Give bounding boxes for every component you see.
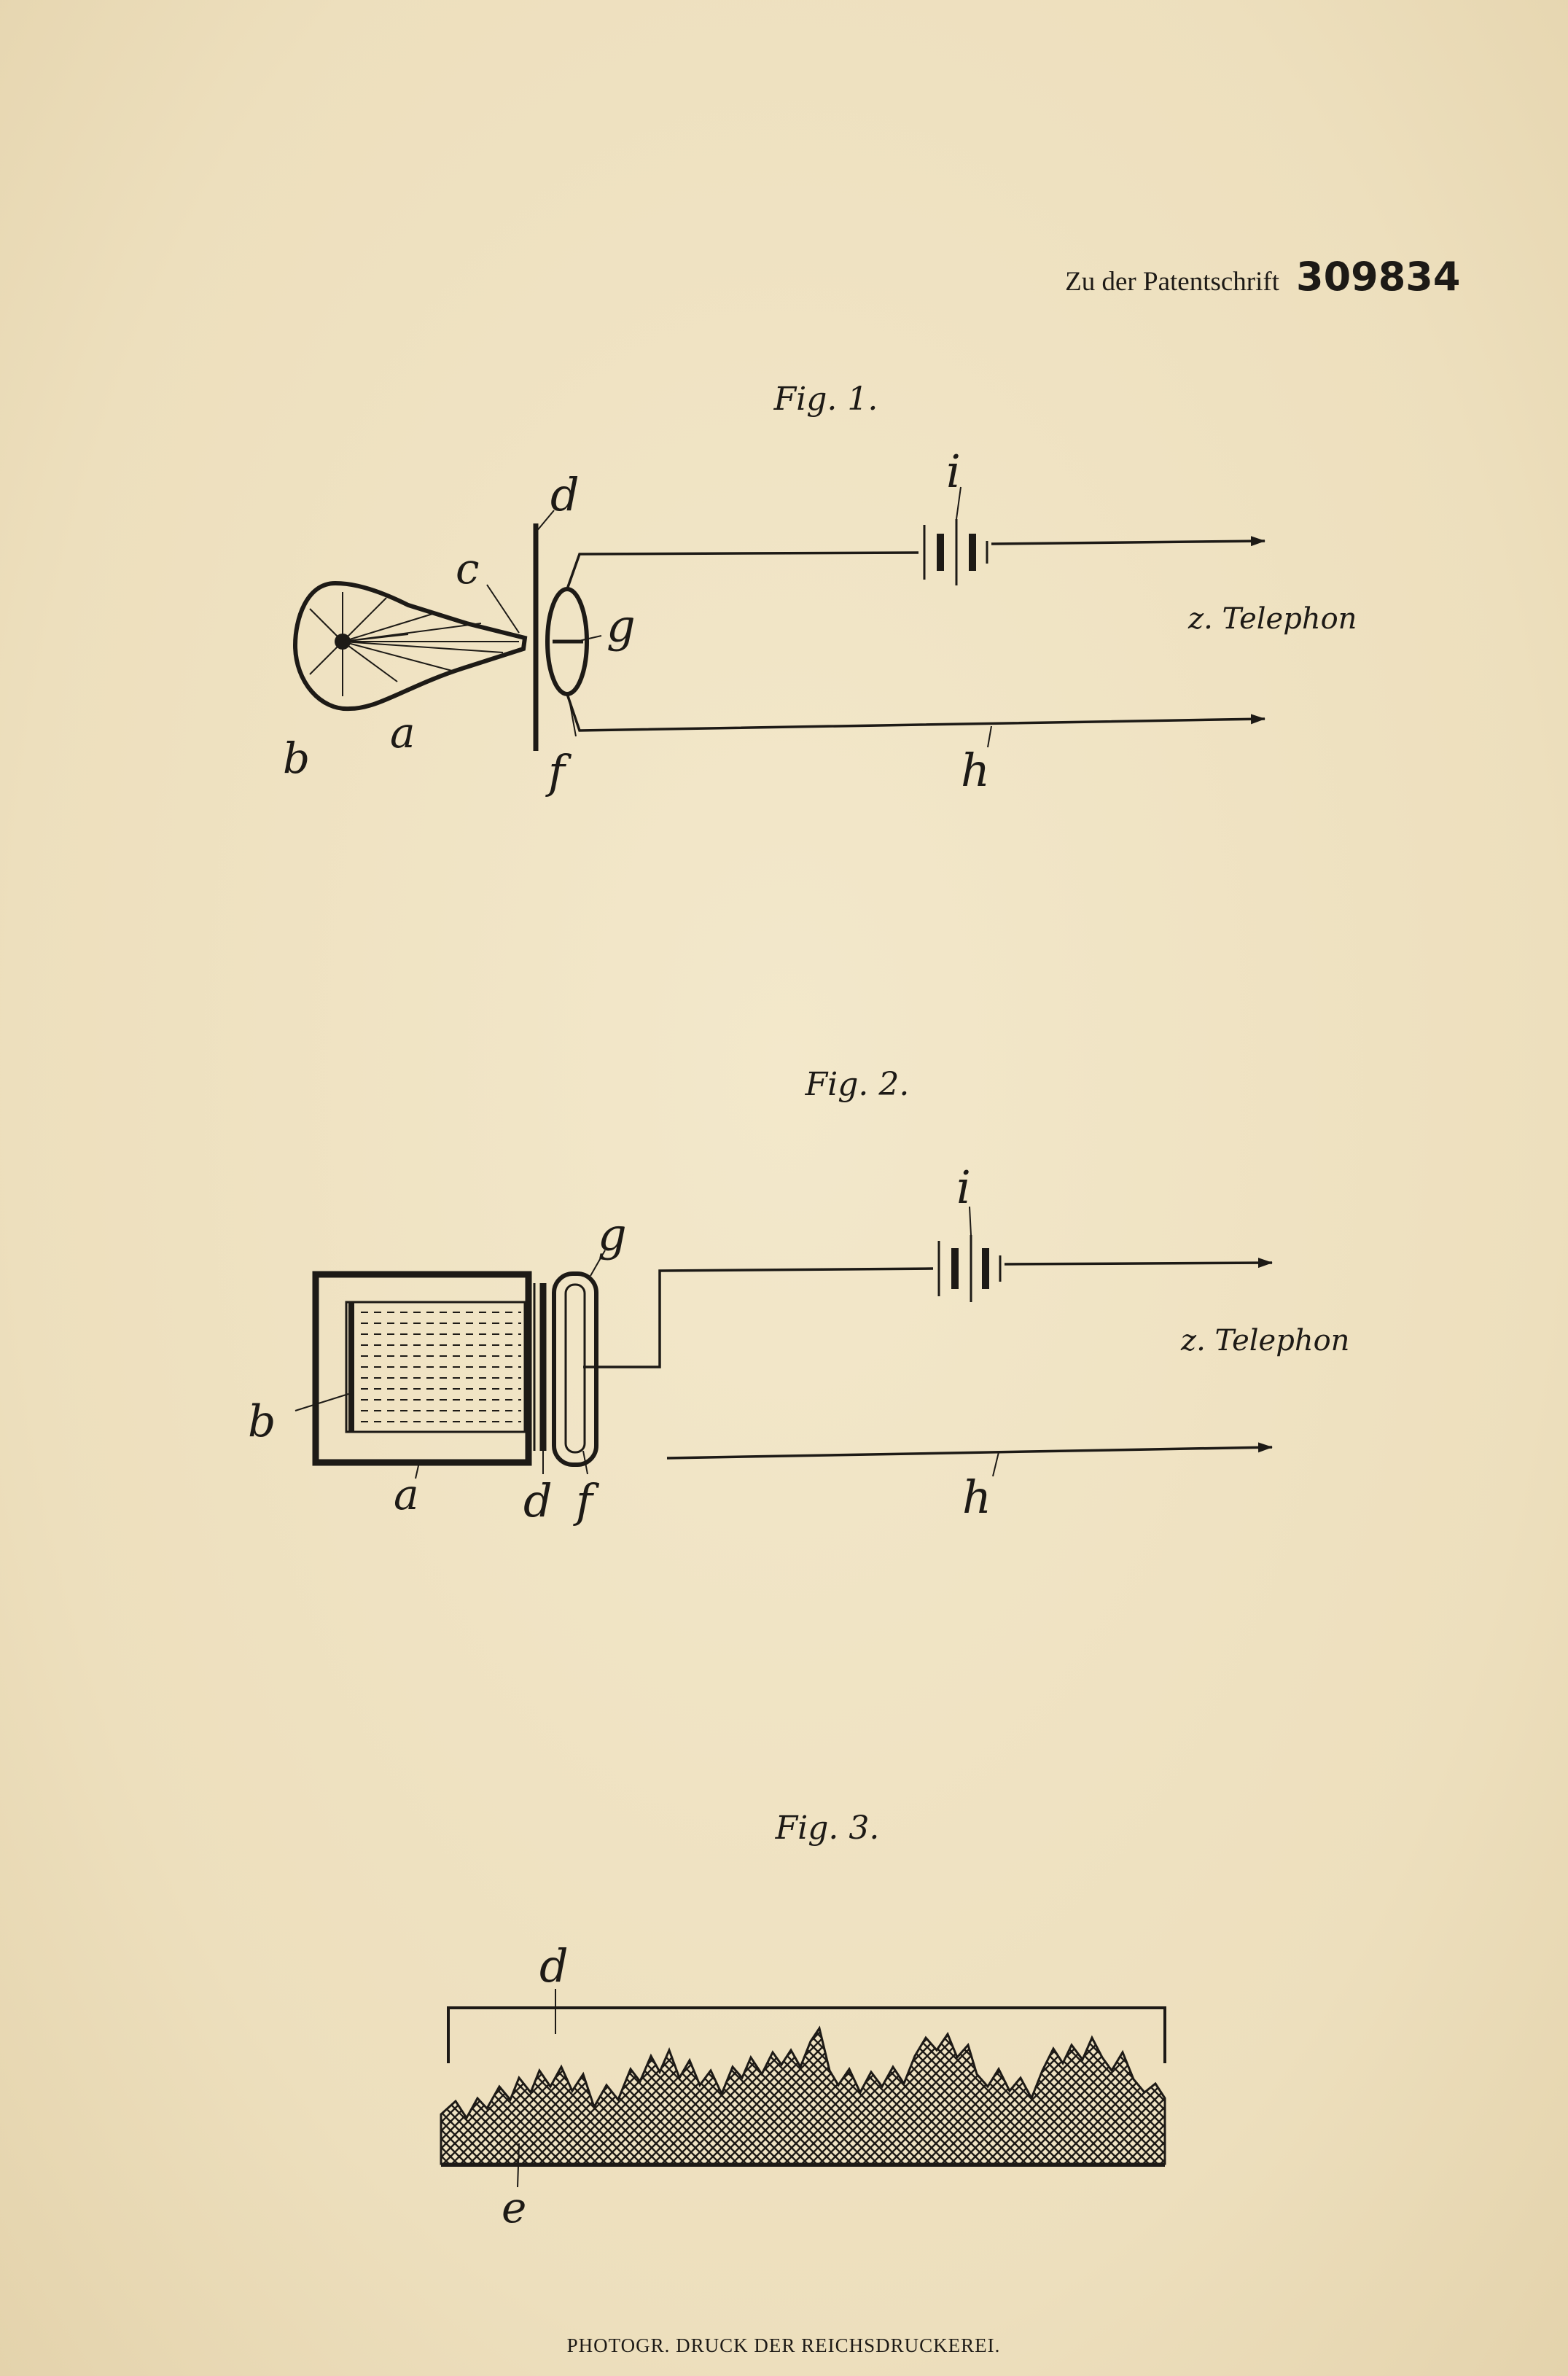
fig1-label-b: b (283, 733, 310, 783)
fig1-light-rays (309, 592, 519, 696)
fig1-label-a: a (390, 708, 416, 757)
patent-number: 309834 (1296, 254, 1460, 300)
fig2-telephon-label: z. Telephon (1180, 1324, 1349, 1358)
fig1-top-wire (566, 551, 919, 590)
fig2-leader-g (590, 1250, 606, 1277)
fig2-label-b: b (248, 1396, 276, 1447)
fig1-wire-to-telephon-top (991, 536, 1265, 547)
fig1-leader-g (575, 635, 602, 642)
fig3-label-e: e (502, 2183, 526, 2232)
fig1-bottom-wire (566, 693, 1265, 732)
fig1-label-c: c (456, 544, 479, 593)
fig2-title: Fig. 2. (805, 1066, 910, 1103)
fig1-label-i: i (946, 445, 961, 498)
figure-2: Fig. 2. (248, 1066, 1349, 1527)
fig3-strip-d (447, 2006, 1166, 2063)
figure-3: Fig. 3. d e (440, 1810, 1166, 2232)
fig3-sound-record-e (440, 2025, 1166, 2165)
header: Zu der Patentschrift 309834 (1065, 254, 1460, 300)
fig1-battery-i (923, 519, 988, 585)
fig2-lamp-hatching (361, 1312, 521, 1422)
fig2-lamp-b (345, 1301, 526, 1433)
fig3-label-d: d (539, 1939, 569, 1993)
figure-1: Fig. 1. (283, 381, 1357, 798)
fig2-leader-b (295, 1393, 349, 1411)
fig2-wire-to-telephon-top (1004, 1258, 1273, 1269)
fig2-housing-a (312, 1271, 532, 1466)
fig1-telephon-label: z. Telephon (1187, 602, 1357, 636)
fig1-label-d: d (550, 468, 580, 521)
fig1-leader-c (486, 584, 520, 634)
fig2-battery-i (937, 1235, 1002, 1302)
fig2-leader-i (969, 1206, 972, 1236)
fig2-label-f: f (573, 1474, 600, 1527)
fig1-label-h: h (961, 744, 990, 797)
fig2-label-i: i (956, 1161, 971, 1214)
fig1-lamp-bulb (292, 580, 528, 712)
header-prefix: Zu der Patentschrift (1065, 267, 1280, 297)
fig2-cell-g-inner (564, 1283, 586, 1454)
fig1-leader-d (535, 510, 555, 533)
fig1-leader-i (956, 486, 962, 520)
fig1-leader-h (987, 725, 992, 748)
footer-imprint: PHOTOGR. DRUCK DER REICHSDRUCKEREI. (567, 2334, 1001, 2356)
fig2-cell-g-outer (552, 1271, 598, 1467)
fig2-label-h: h (962, 1471, 991, 1524)
fig2-leader-a (415, 1462, 420, 1479)
fig2-leader-h (992, 1452, 999, 1477)
fig1-title: Fig. 1. (773, 381, 878, 418)
fig3-title: Fig. 3. (775, 1810, 880, 1847)
fig3-leader-e (517, 2143, 520, 2188)
fig2-label-a: a (394, 1470, 419, 1519)
fig2-label-d: d (523, 1474, 553, 1527)
fig2-leader-f (582, 1450, 588, 1475)
fig2-bottom-wire (666, 1442, 1273, 1460)
fig1-label-f: f (545, 745, 572, 798)
fig2-label-g: g (598, 1208, 627, 1261)
fig1-label-g: g (606, 599, 636, 653)
fig2-top-wire (583, 1267, 934, 1368)
